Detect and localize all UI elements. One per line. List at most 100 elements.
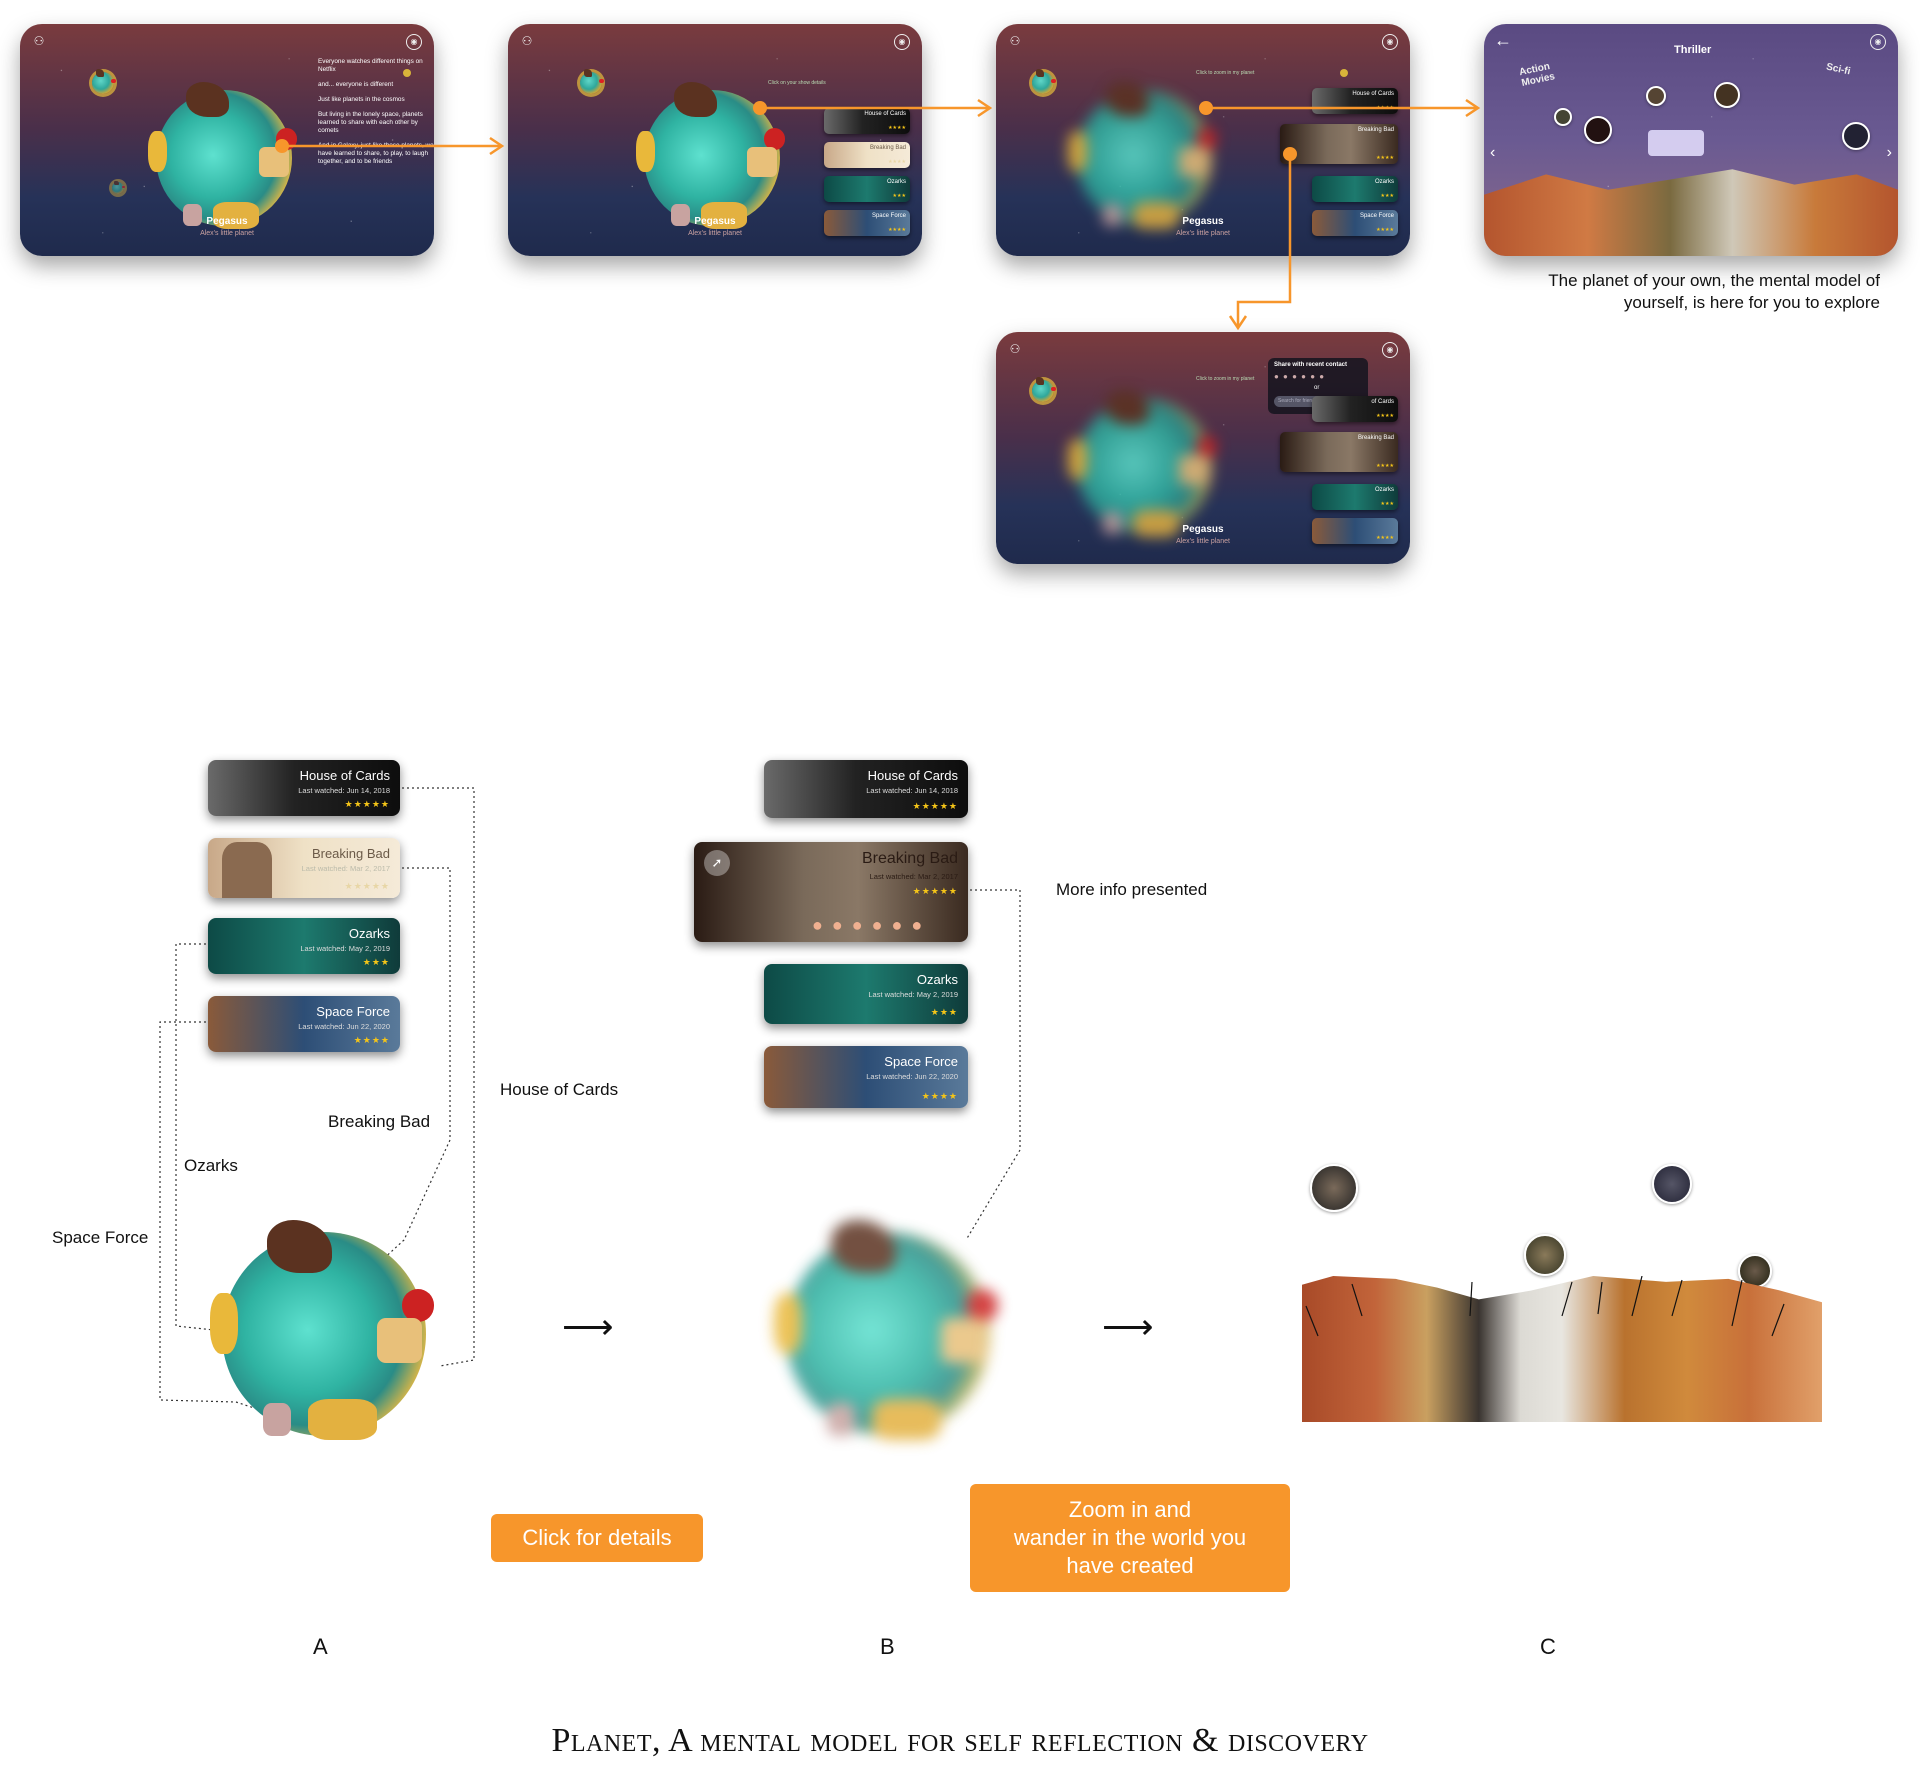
card-breaking-bad[interactable]: Breaking Bad Last watched: Mar 2, 2017 ★…	[208, 838, 400, 898]
rocket-icon[interactable]: ➚	[704, 850, 730, 876]
profile-icon[interactable]: ◉	[1382, 34, 1398, 50]
show-bubble[interactable]	[1584, 116, 1612, 144]
planet-pegasus[interactable]	[1067, 389, 1218, 537]
friends-icon[interactable]: ⚇	[33, 34, 45, 48]
card-house-of-cards[interactable]: of Cards★★★★	[1312, 396, 1398, 422]
screen-card-expanded: ⚇ ◉ Click to zoom in my planet House of …	[996, 24, 1410, 256]
card-title: House of Cards	[864, 111, 906, 117]
planet-pegasus[interactable]	[147, 81, 298, 229]
card-rating: ★★★	[930, 1007, 958, 1017]
back-arrow-icon[interactable]: ←	[1494, 30, 1512, 50]
share-title: Share with recent contact	[1274, 362, 1348, 368]
card-date: Last watched: Jun 22, 2020	[866, 1072, 958, 1081]
card-title: Space Force	[871, 213, 906, 219]
world-landscape	[1302, 1276, 1822, 1422]
card-date: Last watched: May 2, 2019	[868, 990, 958, 999]
card-breaking-bad-expanded[interactable]: Breaking Bad★★★★	[1280, 432, 1398, 472]
card-rating: ★★★★	[921, 1091, 958, 1101]
card-title: Ozarks	[916, 972, 958, 987]
friends-icon[interactable]: ⚇	[521, 34, 533, 48]
card-title: of Cards	[1371, 399, 1394, 405]
friend-avatars[interactable]: ● ● ● ● ● ●	[812, 915, 925, 935]
click-details-button[interactable]: Click for details	[491, 1514, 703, 1562]
label-more-info: More info presented	[1056, 880, 1208, 899]
next-dot[interactable]	[1340, 69, 1348, 77]
leader-lines-a	[159, 787, 475, 1409]
card-ozarks[interactable]: Ozarks Last watched: May 2, 2019 ★★★	[208, 918, 400, 974]
column-label-b: B	[880, 1634, 895, 1659]
card-date: Last watched: May 2, 2019	[300, 944, 390, 953]
card-ozarks[interactable]: Ozarks Last watched: May 2, 2019 ★★★	[764, 964, 968, 1024]
profile-icon[interactable]: ◉	[406, 34, 422, 50]
profile-icon[interactable]: ◉	[1870, 34, 1886, 50]
button-line: have created	[1066, 1553, 1194, 1578]
chevron-right-icon[interactable]: ›	[1886, 144, 1892, 161]
arrow-right-icon: ⟶	[1102, 1306, 1154, 1347]
screen-intro: ⚇ ◉ Everyone watches different things on…	[20, 24, 434, 256]
caption-line: The planet of your own, the mental model…	[1548, 271, 1880, 290]
card-title: Ozarks	[1374, 487, 1394, 493]
show-bubble[interactable]	[1524, 1234, 1566, 1276]
card-space-force[interactable]: ★★★★	[1312, 518, 1398, 544]
planet-pegasus[interactable]	[1067, 81, 1218, 229]
card-house-of-cards[interactable]: House of Cards★★★★	[824, 108, 910, 134]
card-breaking-bad-expanded[interactable]: Breaking Bad★★★★	[1280, 124, 1398, 164]
card-thumbnail	[222, 842, 272, 898]
button-line: Zoom in and	[1068, 1497, 1192, 1522]
column-label-a: A	[313, 1634, 328, 1659]
card-title: Ozarks	[1374, 179, 1394, 185]
world-landscape	[1484, 169, 1898, 256]
hint-text: Click to zoom in my planet	[1196, 70, 1255, 76]
friends-icon[interactable]: ⚇	[1009, 342, 1021, 356]
intro-line: Just like planets in the cosmos	[318, 96, 405, 103]
caption-line: yourself, is here for you to explore	[1623, 293, 1880, 312]
page-title: Planet, A mental model for self reflecti…	[551, 1722, 1369, 1759]
next-dot[interactable]	[403, 69, 411, 77]
card-title: Space Force	[884, 1054, 958, 1069]
show-bubble[interactable]	[1652, 1164, 1692, 1204]
zoom-in-button[interactable]: Zoom in and wander in the world you have…	[970, 1484, 1290, 1592]
show-bubble[interactable]	[1646, 86, 1666, 106]
share-search-placeholder: Search for friends	[1278, 398, 1318, 404]
contact-avatars[interactable]: ● ● ● ● ● ●	[1274, 372, 1326, 381]
label-breaking-bad: Breaking Bad	[328, 1112, 431, 1131]
button-line: wander in the world you	[1013, 1525, 1247, 1550]
button-label: Click for details	[522, 1525, 672, 1550]
chevron-left-icon[interactable]: ‹	[1490, 144, 1496, 161]
card-title: Breaking Bad	[1357, 127, 1394, 133]
card-house-of-cards[interactable]: House of Cards Last watched: Jun 14, 201…	[764, 760, 968, 818]
card-rating: ★★★★★	[344, 881, 390, 891]
card-title: Space Force	[316, 1004, 390, 1019]
card-title: House of Cards	[867, 768, 958, 783]
card-ozarks[interactable]: Ozarks★★★	[824, 176, 910, 202]
card-date: Last watched: Mar 2, 2017	[301, 864, 390, 873]
profile-icon[interactable]: ◉	[894, 34, 910, 50]
label-space-force: Space Force	[52, 1228, 149, 1247]
card-title: Space Force	[1359, 213, 1394, 219]
card-breaking-bad-expanded[interactable]: ➚ Breaking Bad Last watched: Mar 2, 2017…	[694, 842, 968, 942]
card-space-force[interactable]: Space Force★★★★	[824, 210, 910, 236]
card-space-force[interactable]: Space Force★★★★	[1312, 210, 1398, 236]
planet-name: Pegasus	[1182, 524, 1224, 535]
card-space-force[interactable]: Space Force Last watched: Jun 22, 2020 ★…	[208, 996, 400, 1052]
planet-b[interactable]	[773, 1219, 999, 1441]
hint-text: Click on your show details	[768, 80, 826, 86]
card-breaking-bad[interactable]: Breaking Bad★★★★	[824, 142, 910, 168]
landscape-flags	[1305, 1276, 1785, 1337]
screen-world: ← ◉ Thriller Action Movies Sci-fi ‹ ›	[1484, 24, 1898, 256]
intro-line: Everyone watches different things on Net…	[318, 58, 423, 73]
friends-icon[interactable]: ⚇	[1009, 34, 1021, 48]
show-bubble[interactable]	[1842, 122, 1870, 150]
leader-line-b	[965, 889, 1021, 1241]
show-bubble[interactable]	[1554, 108, 1572, 126]
intro-line: and... everyone is different	[318, 81, 394, 88]
show-bubble[interactable]	[1714, 82, 1740, 108]
card-ozarks[interactable]: Ozarks★★★	[1312, 176, 1398, 202]
card-house-of-cards[interactable]: House of Cards Last watched: Jun 14, 201…	[208, 760, 400, 816]
profile-icon[interactable]: ◉	[1382, 342, 1398, 358]
card-space-force[interactable]: Space Force Last watched: Jun 22, 2020 ★…	[764, 1046, 968, 1108]
card-rating: ★★★	[362, 957, 390, 967]
show-bubble[interactable]	[1310, 1164, 1358, 1212]
planet-a[interactable]	[209, 1219, 435, 1441]
card-ozarks[interactable]: Ozarks★★★	[1312, 484, 1398, 510]
